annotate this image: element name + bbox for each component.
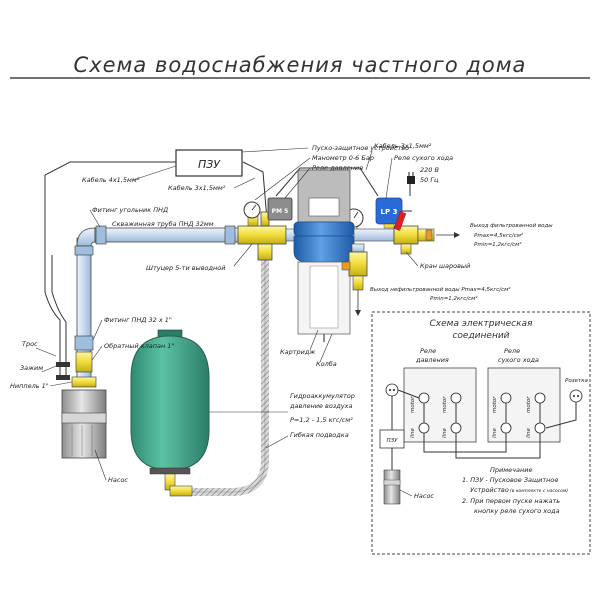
elec-line-1: line [410,427,416,438]
label-p-vozduha: P=1,2 - 1,5 кгс/см² [290,416,353,424]
elec-note-title: Примечание [490,466,532,474]
label-pusko-zashitnoe: Пуско-защитное устройство [312,144,409,152]
pressure-relay [267,197,293,221]
unfiltered-outlet-valve [348,251,368,277]
elec-line-2b: line [526,427,532,438]
ball-valve-lever[interactable] [393,211,407,231]
label-zazhim: Зажим [20,364,43,372]
elec-line-2: line [492,427,498,438]
label-50hz: 50 Гц [420,176,439,184]
label-p-vyhod-filtr-2: Pmin=1,2кгс/см² [474,241,522,248]
elec-rele-suhogo-2: сухого хода [498,356,539,364]
label-nippel: Ниппель 1" [10,382,49,390]
clamp [56,362,70,367]
label-kran-sharovoy: Кран шаровый [420,262,470,270]
elec-line-1b: line [442,427,448,438]
label-kabel-4x15: Кабель 4х1,5мм² [82,176,140,184]
flexible-hose-outline [190,258,266,493]
filter-cartridge [309,265,339,329]
elec-note-1c: (в комплекте с насосом) [510,488,568,494]
elec-motor-2: motor [492,396,498,413]
elec-nasos: Насос [414,492,434,500]
elec-plug-left [385,383,399,397]
elec-dryrun-relay-block [487,367,561,443]
label-gidroakkumulyator: Гидроаккумулятор [290,392,355,400]
elec-rele-suhogo-1: Реле [504,347,520,355]
pump-body [61,389,107,459]
elec-pressure-relay-block [403,367,477,443]
pipe-elbow [76,227,96,247]
label-shtucer: Штуцер 5-ти выводной [146,264,225,272]
label-rele-suhogo-hoda: Реле сухого хода [394,154,453,162]
fitting-elbow-nut [95,225,107,245]
well-pipe-horizontal [94,227,241,243]
elec-rele-davleniya-1: Реле [420,347,436,355]
label-p-vyhod-filtr-1: Pmax=4,5кгс/см² [474,232,524,239]
clamp-2 [56,375,70,380]
diagram-title: Схема водоснабжения частного дома [74,53,527,77]
fitting-pnd-32 [74,335,94,351]
label-davlenie-vozduha: давление воздуха [289,402,352,410]
label-kabel-3x15-top: Кабель 3х1,5мм² [374,142,432,150]
label-kolba: Колба [316,360,337,368]
elec-note-1: 1. ПЗУ - Пусковое Защитное [462,476,558,484]
elec-motor-2b: motor [526,396,532,413]
cable-4x15 [44,161,176,255]
filter-head [293,221,355,237]
accumulator-tank [130,335,210,471]
label-220v: 220 В [420,166,439,174]
elec-motor-1: motor [410,396,416,413]
label-skvazhinnaya-truba: Скважинная труба ПНД 32мм [112,220,214,228]
elec-pump-icon [383,469,401,505]
label-fiting-pnd: Фитинг ПНД 32 х 1" [104,316,172,324]
label-rele-davleniya: Реле давления [312,164,363,172]
label-nasos: Насос [108,476,128,484]
label-tros: Трос [22,340,38,348]
lp3-label: LP 3 [381,208,398,216]
fitting-elbow-nut-2 [74,245,94,256]
label-fiting-ugolnik: Фитинг угольник ПНД [92,206,168,214]
manifold-down-port [257,243,273,261]
manifold-body [237,225,287,245]
label-kabel-3x15: Кабель 3х1,5мм² [168,184,226,192]
pump-rope [51,255,67,380]
elec-note-2b: кнопку реле сухого хода [474,507,560,515]
label-vyhod-filtr: Выход фильтрованной воды [470,223,553,229]
pzu-box-label: ПЗУ [198,158,221,171]
elec-socket [569,389,583,403]
power-plug [407,176,415,184]
elec-note-2: 2. При первом пуске нажать [462,497,560,505]
pump-band [61,412,107,424]
elec-rozetka: Розетка [565,378,589,384]
label-kartridzh: Картридж [280,348,315,356]
pzu-box [175,149,243,177]
cable-relay-to-dryrun [275,167,379,197]
nipple [71,376,97,388]
pm5-label: PM 5 [272,208,289,215]
filter-top-cap [293,235,355,263]
elec-rele-davleniya-2: давления [415,356,449,364]
label-manometr: Манометр 0-6 Бар [312,154,374,162]
label-vyhod-nefiltr: Выход нефильтрованной воды Pmax=4,5кгс/с… [370,286,511,293]
elec-note-1b: Устройство [470,486,509,494]
fitting-shtucer-nut [224,225,236,245]
elec-pzu-label: ПЗУ [386,438,398,444]
label-obratny-klapan: Обратный клапан 1" [104,342,174,350]
label-p-vyhod-nefiltr: Pmin=1,2кгс/см² [430,295,478,302]
label-gibkaya-podvodka: Гибкая подводка [290,431,349,439]
electrical-title-1: Схема электрическая [430,319,534,329]
electrical-title-2: соединений [452,331,509,341]
elec-motor-1b: motor [442,396,448,413]
check-valve [75,351,93,373]
pump-power-cable [44,255,61,380]
outlet-pipe [353,228,395,242]
